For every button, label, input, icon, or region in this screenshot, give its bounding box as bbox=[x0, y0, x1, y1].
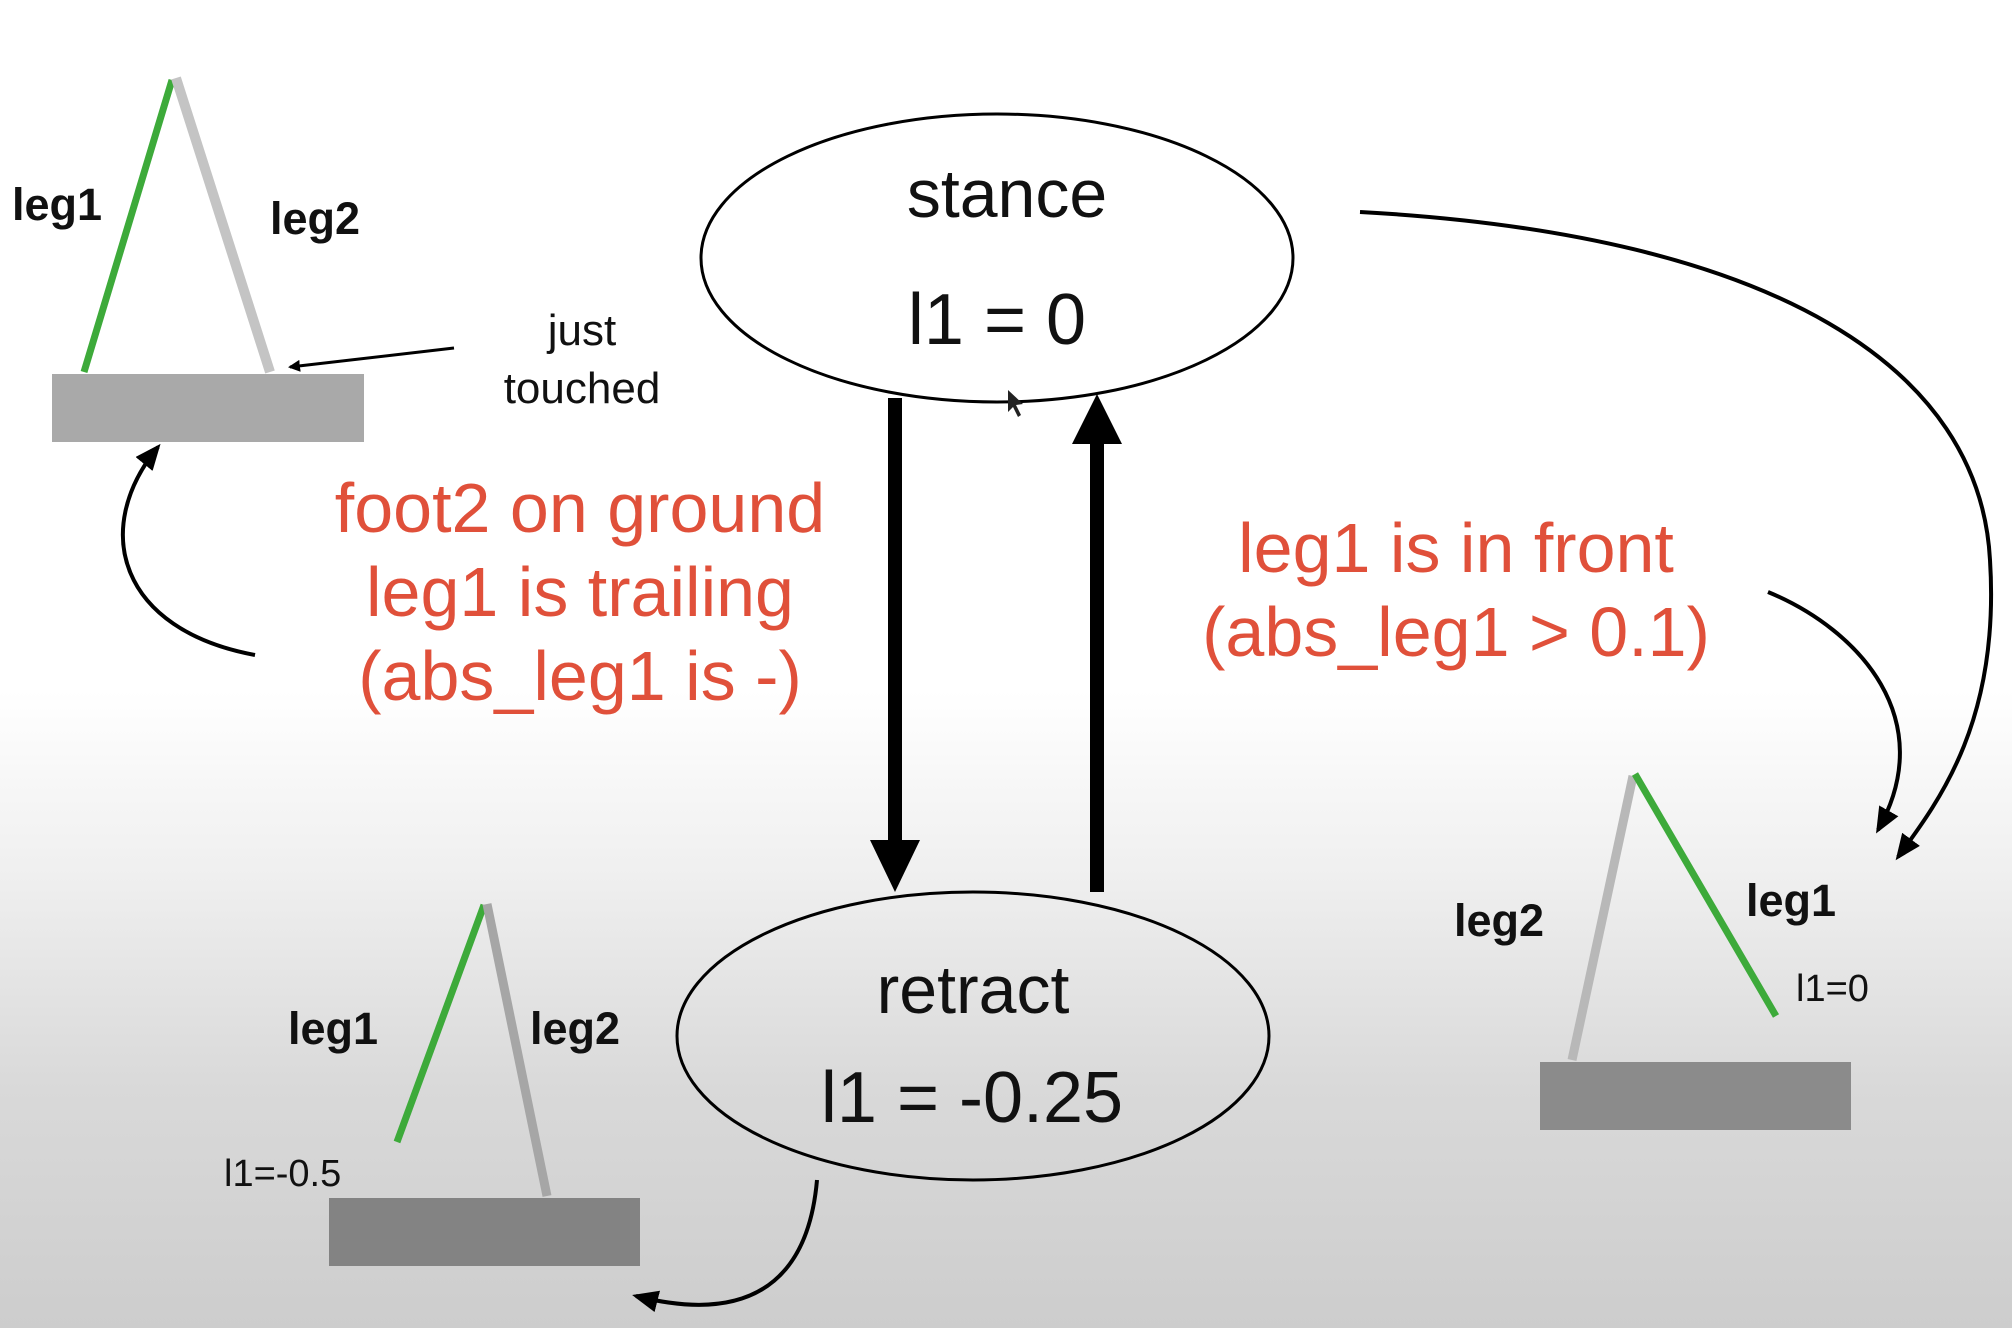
condition-line: foot2 on ground bbox=[334, 469, 826, 547]
to-stance-condition: foot2 on ground leg1 is trailing (abs_le… bbox=[335, 466, 825, 718]
note-line: touched bbox=[503, 364, 661, 414]
condition-line: (abs_leg1 > 0.1) bbox=[1202, 593, 1710, 671]
mouse-cursor-icon bbox=[1008, 390, 1023, 417]
leg1-line-top-left bbox=[80, 78, 176, 374]
condition-line: leg1 is in front bbox=[1238, 509, 1674, 587]
condition-line: (abs_leg1 is -) bbox=[358, 637, 802, 715]
leg2-label-top-left: leg2 bbox=[270, 193, 361, 244]
just-touched-pointer bbox=[288, 346, 455, 372]
condition-line: leg1 is trailing bbox=[365, 553, 794, 631]
figure-bottom-left bbox=[329, 903, 819, 1313]
leg2-line-top-left bbox=[171, 76, 275, 374]
stance-state-value: l1 = 0 bbox=[907, 280, 1087, 360]
leg2-label-bottom-left: leg2 bbox=[530, 1003, 621, 1054]
leg2-line-bottom-left bbox=[482, 903, 552, 1197]
retract-state-value: l1 = -0.25 bbox=[820, 1058, 1124, 1138]
retract-state-ellipse bbox=[675, 890, 1271, 1182]
stance-to-retract-arrow bbox=[870, 398, 920, 892]
to-retract-condition: leg1 is in front (abs_leg1 > 0.1) bbox=[1202, 506, 1710, 674]
leg1-line-right bbox=[1631, 772, 1780, 1018]
stance-to-right-figure-arrow bbox=[1359, 210, 1994, 861]
l1-value-right: l1=0 bbox=[1796, 968, 1869, 1010]
leg1-label-bottom-left: leg1 bbox=[288, 1003, 379, 1054]
retract-exit-curve-arrow bbox=[632, 1179, 819, 1313]
retract-state-label: retract bbox=[876, 952, 1070, 1028]
l1-value-bottom-left: l1=-0.5 bbox=[224, 1153, 342, 1195]
retract-to-stance-arrow bbox=[1072, 394, 1122, 892]
to-stance-curve-arrow bbox=[121, 443, 256, 657]
leg1-label-right: leg1 bbox=[1746, 875, 1837, 926]
leg1-label-top-left: leg1 bbox=[12, 179, 103, 230]
leg2-label-right: leg2 bbox=[1454, 895, 1545, 946]
stance-state-ellipse bbox=[699, 112, 1295, 404]
figure-right bbox=[1359, 210, 1994, 1130]
ground-block-right bbox=[1540, 1062, 1851, 1130]
note-line: just bbox=[547, 306, 617, 355]
to-retract-curve-arrow-inner bbox=[1767, 590, 1902, 834]
leg1-line-bottom-left bbox=[393, 903, 488, 1144]
leg2-line-right bbox=[1567, 775, 1638, 1061]
stance-state-label: stance bbox=[906, 156, 1108, 232]
ground-block-bottom-left bbox=[329, 1198, 640, 1266]
figure-top-left bbox=[52, 76, 455, 657]
just-touched-note: just touched bbox=[504, 302, 661, 418]
ground-block-top-left bbox=[52, 374, 364, 442]
